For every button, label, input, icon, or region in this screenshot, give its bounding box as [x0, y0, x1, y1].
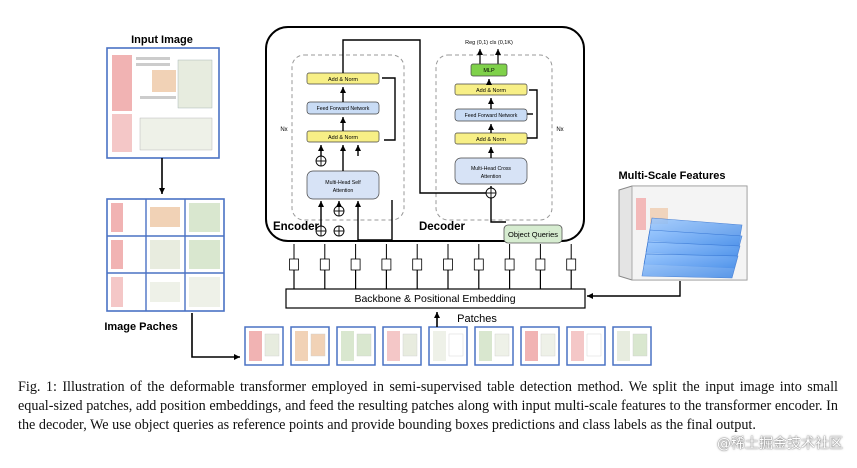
- watermark: @稀土掘金技术社区: [717, 436, 843, 452]
- embedding-token: [473, 244, 484, 289]
- multi-scale-features: [618, 185, 748, 281]
- patch-thumbnail: [612, 326, 652, 366]
- backbone-label: Backbone & Positional Embedding: [354, 293, 515, 305]
- encoder-attention-line2: Attention: [333, 188, 354, 194]
- image-patches-label: Image Paches: [104, 321, 177, 333]
- nx-right: Nx: [556, 127, 563, 133]
- encoder-dashed: [291, 54, 405, 221]
- embedding-token: [566, 244, 577, 289]
- multi-scale-label: Multi-Scale Features: [619, 170, 726, 182]
- decoder-add-norm-bottom-label: Add & Norm: [476, 137, 506, 143]
- decoder-label: Decoder: [419, 221, 466, 233]
- embedding-token: [319, 244, 330, 289]
- decoder-mlp: [470, 63, 508, 77]
- patch-thumbnail: [244, 326, 284, 366]
- decoder-plus-icon: [485, 187, 497, 199]
- patch-thumbnail: [382, 326, 422, 366]
- encoder-add-norm-top-label: Add & Norm: [328, 77, 358, 83]
- embedding-tokens: [289, 244, 577, 289]
- encoder-add-norm-bottom-label: Add & Norm: [328, 135, 358, 141]
- embedding-token: [535, 244, 546, 289]
- encoder-plus-icons: [315, 155, 345, 237]
- embedding-token: [381, 244, 392, 289]
- encoder-attention-line1: Multi-Head Self: [325, 180, 361, 186]
- patches-label: Patches: [457, 313, 497, 325]
- decoder-output-label: Reg (0,1) cls (0,1K): [465, 40, 513, 46]
- patch-thumbnail: [520, 326, 560, 366]
- patch-thumbnail: [290, 326, 330, 366]
- decoder-add-norm-top-label: Add & Norm: [476, 88, 506, 94]
- decoder-attention-line2: Attention: [481, 174, 502, 180]
- object-queries-label: Object Queries: [508, 230, 558, 239]
- patch-thumbnail: [566, 326, 606, 366]
- image-patches-grid: [106, 198, 225, 312]
- encoder-label: Encoder: [273, 221, 320, 233]
- object-queries: [503, 224, 563, 244]
- decoder-attention-line1: Multi-Head Cross: [471, 166, 511, 172]
- input-image: [106, 47, 220, 159]
- embedding-token: [289, 244, 299, 289]
- embedding-token: [504, 244, 515, 289]
- figure-caption: Fig. 1: Illustration of the deformable t…: [18, 379, 838, 433]
- embedding-token: [350, 244, 361, 289]
- architecture-figure: Input Image Image Paches Patches: [104, 26, 748, 366]
- decoder-mlp-label: MLP: [483, 68, 495, 74]
- patch-thumbnail: [336, 326, 376, 366]
- embedding-token: [443, 244, 453, 289]
- embedding-token: [412, 244, 423, 289]
- patch-strip: [244, 326, 652, 366]
- backbone-block: Backbone & Positional Embedding: [285, 288, 586, 309]
- patch-thumbnail: [428, 326, 468, 366]
- decoder-ffn-label: Feed Forward Network: [465, 113, 518, 119]
- input-image-label: Input Image: [131, 34, 193, 46]
- encoder-ffn-label: Feed Forward Network: [317, 106, 370, 112]
- patch-thumbnail: [474, 326, 514, 366]
- nx-left: Nx: [280, 127, 287, 133]
- decoder-dashed: [435, 54, 553, 221]
